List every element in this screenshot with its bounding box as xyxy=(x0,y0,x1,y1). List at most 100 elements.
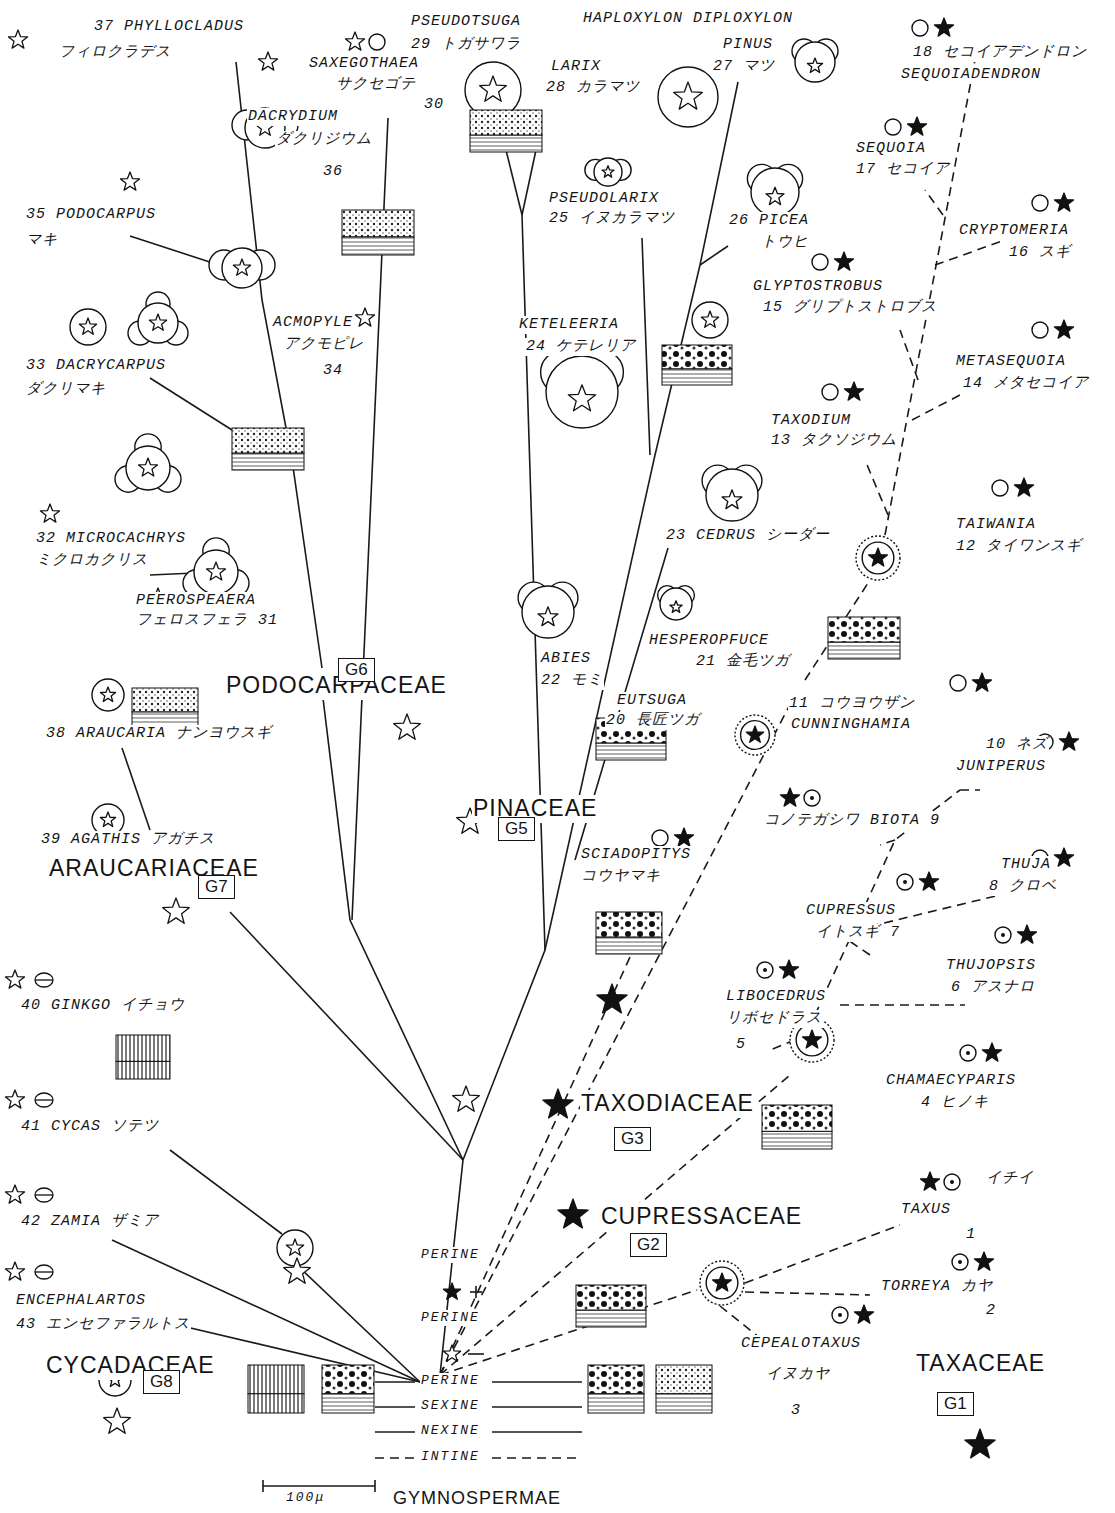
exine-block xyxy=(762,1131,832,1149)
tree-branch xyxy=(230,912,463,1160)
filled-star xyxy=(1060,732,1079,750)
taxon-label: KETELEERIA xyxy=(518,316,620,334)
taxon-label: 4 ヒノキ xyxy=(920,1094,990,1112)
filled-star xyxy=(935,18,954,36)
exine-block xyxy=(762,1105,832,1131)
tree-branch xyxy=(492,1431,582,1433)
taxon-label: 33 DACRYCARPUS xyxy=(25,357,167,375)
pollen-side-view xyxy=(35,979,53,980)
pollen-outline xyxy=(706,1267,738,1299)
taxon-label: TORREYA カヤ xyxy=(880,1278,994,1296)
open-star xyxy=(6,1262,25,1280)
filled-star xyxy=(855,1305,874,1323)
filled-star xyxy=(746,726,763,742)
open-star xyxy=(766,187,784,204)
layer-name: INTINE xyxy=(420,1449,481,1465)
pollen-dot xyxy=(810,796,814,800)
pollen-outline xyxy=(862,542,894,574)
taxon-label: DACRYDIUM xyxy=(247,108,339,126)
taxon-label: LARIX xyxy=(550,58,602,76)
tree-branch xyxy=(375,1406,415,1408)
filled-star xyxy=(780,960,799,978)
taxon-label: 29 トガサワラ xyxy=(410,36,522,54)
filled-star xyxy=(845,382,864,400)
open-star xyxy=(259,52,278,70)
taxon-label: CRYPTOMERIA xyxy=(958,222,1070,240)
filled-star xyxy=(965,1429,995,1458)
pollen-outline xyxy=(885,119,901,135)
tree-branch xyxy=(236,62,322,668)
open-star xyxy=(602,166,614,177)
filled-star xyxy=(803,1030,822,1048)
pollen-outline xyxy=(952,1254,968,1270)
taxon-label: SEQUOIADENDRON xyxy=(900,66,1042,84)
open-star xyxy=(6,970,25,988)
taxon-label: ダクリマキ xyxy=(25,381,107,399)
filled-star xyxy=(543,1089,573,1118)
taxon-label: EUTSUGA xyxy=(616,692,688,710)
pollen-outline xyxy=(897,874,913,890)
exine-block xyxy=(232,453,304,470)
exine-block xyxy=(342,237,414,255)
group-code: G2 xyxy=(637,1235,660,1254)
exine-block xyxy=(232,428,304,453)
open-star xyxy=(356,308,375,326)
pollen-side-view xyxy=(35,1188,53,1202)
exine-block xyxy=(656,1365,712,1394)
taxon-label: サクセゴテ xyxy=(335,76,417,94)
tree-branch xyxy=(463,215,545,1160)
open-star xyxy=(41,504,60,522)
group-code: G8 xyxy=(150,1372,173,1391)
open-star xyxy=(394,714,421,739)
dashed-branch xyxy=(900,330,918,380)
pollen-dot xyxy=(950,1180,954,1184)
exine-block xyxy=(828,617,900,642)
taxon-label: 5 xyxy=(735,1036,747,1054)
family-name: PINACEAE xyxy=(472,795,598,823)
exine-block xyxy=(116,1035,170,1061)
taxon-label: 27 マツ xyxy=(712,58,776,76)
open-star xyxy=(233,259,250,275)
layer-name: PERINE xyxy=(420,1310,481,1326)
exine-block xyxy=(656,1394,712,1413)
filled-star xyxy=(558,1199,588,1228)
taxon-label: 13 タクソジウム xyxy=(770,432,898,450)
filled-star xyxy=(1055,193,1074,211)
taxon-label: JUNIPERUS xyxy=(955,758,1047,776)
exine-block xyxy=(596,743,666,760)
taxon-label: 25 イヌカラマツ xyxy=(548,210,676,228)
taxon-label: 3 xyxy=(790,1402,802,1420)
pollen-dot xyxy=(958,1260,962,1264)
open-star xyxy=(100,687,115,702)
tree-branch xyxy=(375,1381,415,1383)
pollen-outline xyxy=(277,1230,313,1266)
pollen-outline xyxy=(741,721,770,750)
dashed-branch xyxy=(848,940,870,955)
filled-star xyxy=(908,117,927,135)
taxon-label: SEQUOIA xyxy=(855,140,927,158)
dashed-branch xyxy=(375,1457,415,1459)
exine-block xyxy=(596,912,662,937)
exine-block xyxy=(322,1394,374,1413)
exine-block xyxy=(588,1365,644,1394)
filled-star xyxy=(835,252,854,270)
pollen-outline xyxy=(992,480,1008,496)
pollen-outline xyxy=(812,254,828,270)
dashed-branch xyxy=(440,1290,697,1375)
taxon-label: 37 PHYLLOCLADUS xyxy=(93,18,245,36)
open-star xyxy=(480,76,507,101)
pollen-dot xyxy=(903,880,907,884)
taxon-label: 38 ARAUCARIA ナンヨウスギ xyxy=(45,725,273,743)
taxon-label: マキ xyxy=(25,232,59,250)
taxon-label: METASEQUOIA xyxy=(955,353,1067,371)
taxon-label: 23 CEDRUS シーダー xyxy=(665,527,831,545)
exine-block xyxy=(662,345,732,369)
taxon-label: イトスギ 7 xyxy=(815,924,901,942)
taxon-label: PSEUDOTSUGA xyxy=(410,13,522,31)
pollen-outline xyxy=(660,588,692,620)
exine-block xyxy=(470,110,542,135)
pollen-outline xyxy=(751,168,799,216)
dashed-branch xyxy=(865,460,888,515)
open-star xyxy=(674,82,703,109)
pollen-outline xyxy=(804,790,820,806)
